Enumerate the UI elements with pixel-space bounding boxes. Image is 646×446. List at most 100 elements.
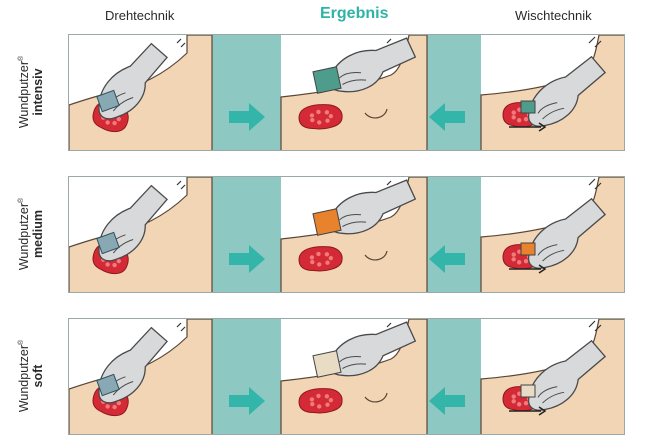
registered-mark: ® — [17, 197, 25, 203]
pad-wiping — [520, 100, 536, 114]
wound — [298, 246, 343, 272]
wound-spot — [511, 257, 516, 262]
row-panel-soft — [68, 318, 625, 435]
wipe-direction-arrow-icon — [538, 122, 547, 132]
glove-hand — [527, 339, 607, 411]
ankle-line — [364, 250, 388, 261]
wound-spot — [316, 393, 321, 399]
level-name: intensiv — [31, 68, 46, 116]
arrow-right-icon — [229, 387, 265, 415]
pad-in-hand — [96, 373, 120, 397]
hair-marks — [588, 178, 602, 190]
wound-spot — [511, 399, 516, 404]
wound-spot — [324, 394, 330, 399]
brand-name: Wundputzer — [17, 203, 32, 271]
glove — [527, 339, 607, 411]
level-name: soft — [31, 364, 46, 388]
wound-spot — [105, 404, 110, 409]
wound-spot — [324, 252, 330, 257]
glove-finger-line — [537, 386, 558, 398]
glove-finger-line — [542, 249, 565, 262]
glove-finger-line — [339, 214, 362, 221]
hair-marks — [588, 320, 602, 332]
glove — [527, 197, 607, 269]
arrow-right-icon — [229, 245, 265, 273]
wound-spot — [116, 258, 122, 264]
glove — [527, 55, 607, 127]
wound-spot — [310, 259, 315, 265]
header-wischtechnik: Wischtechnik — [515, 8, 592, 23]
glove-finger-line — [112, 96, 134, 112]
wound-spot — [310, 117, 315, 123]
wound-spot — [523, 259, 529, 264]
wound-spot — [511, 115, 516, 120]
row-label-medium: Wundputzer® medium — [0, 176, 60, 293]
glove-finger-line — [339, 72, 362, 79]
glove-finger-line — [542, 391, 565, 404]
ankle-line — [364, 108, 388, 119]
wipe-direction-arrow-icon — [538, 406, 547, 416]
pad-shown — [312, 350, 342, 378]
hair-marks — [588, 36, 602, 48]
glove-finger-line — [342, 79, 367, 85]
wound-spot — [511, 110, 516, 115]
wound-spot — [316, 251, 321, 257]
glove-finger-line — [537, 102, 558, 114]
row-illustration — [69, 319, 624, 434]
wound-spot — [112, 404, 117, 410]
wound-spot — [324, 110, 330, 115]
wound-spot — [328, 255, 334, 261]
glove-finger-line — [542, 107, 565, 120]
brand-name: Wundputzer — [17, 345, 32, 413]
hair-marks — [176, 38, 186, 48]
pad-in-hand — [96, 231, 120, 255]
header-ergebnis: Ergebnis — [320, 5, 389, 22]
wound-spot — [511, 252, 516, 257]
wound-spot — [328, 113, 334, 119]
row-label-soft: Wundputzer® soft — [0, 318, 60, 435]
wipe-direction-arrow-icon — [538, 264, 547, 274]
wound-spot — [523, 401, 529, 406]
glove-finger-line — [537, 244, 558, 256]
wound-spot — [516, 118, 522, 123]
glove-finger-line — [342, 363, 367, 369]
wound-spot — [511, 394, 516, 399]
glove-finger-line — [112, 380, 134, 396]
wound-spot — [317, 404, 322, 409]
wound-spot — [116, 116, 122, 122]
wound-spot — [517, 249, 522, 254]
wound — [298, 104, 343, 130]
ankle-line — [364, 392, 388, 403]
wound-spot — [112, 120, 117, 126]
row-illustration — [69, 35, 624, 150]
brand-name: Wundputzer — [17, 61, 32, 129]
pad-shown — [312, 66, 342, 94]
wound-spot — [105, 120, 110, 125]
wound-spot — [116, 400, 122, 406]
wound-group — [298, 104, 343, 130]
row-panel-medium — [68, 176, 625, 293]
wound-spot — [517, 107, 522, 112]
pad-wiping — [520, 242, 536, 256]
wound-spot — [325, 118, 330, 123]
glove-hand — [527, 197, 607, 269]
wound-spot — [516, 402, 522, 407]
arrow-left-icon — [429, 245, 465, 273]
wound-spot — [325, 260, 330, 265]
glove-finger-line — [339, 356, 362, 363]
registered-mark: ® — [17, 55, 25, 61]
glove-hand — [527, 55, 607, 127]
arrow-left-icon — [429, 387, 465, 415]
wound-spot — [523, 117, 529, 122]
hair-marks — [176, 322, 186, 332]
wound-spot — [328, 397, 334, 403]
wound-spot — [516, 260, 522, 265]
pad-shown — [312, 208, 342, 236]
wound-spot — [309, 397, 315, 402]
hair-marks — [176, 180, 186, 190]
level-name: medium — [31, 210, 46, 258]
arrow-right-icon — [229, 103, 265, 131]
wound-spot — [325, 402, 330, 407]
glove-finger-line — [342, 221, 367, 227]
wound-spot — [310, 401, 315, 407]
